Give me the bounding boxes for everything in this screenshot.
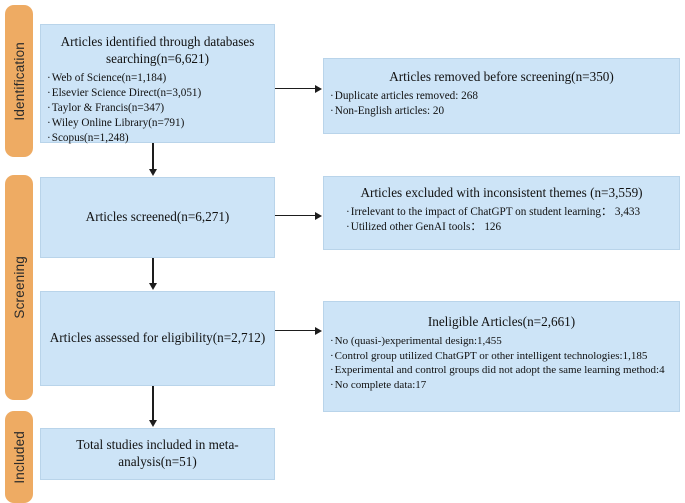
- connector-assessed-to-included: [152, 386, 154, 421]
- box-articles-excluded-title: Articles excluded with inconsistent them…: [360, 185, 643, 200]
- list-item: Wiley Online Library(n=791): [47, 116, 270, 131]
- connector-screened-to-excluded: [275, 215, 316, 217]
- arrowhead-right-excluded: [315, 212, 322, 220]
- box-articles-excluded-inconsistent-themes: Articles excluded with inconsistent them…: [323, 176, 680, 250]
- stage-tab-included-label: Included: [11, 430, 27, 484]
- list-item: Experimental and control groups did not …: [330, 363, 675, 378]
- box-articles-identified-bullets: Web of Science(n=1,184) Elsevier Science…: [41, 71, 274, 146]
- connector-identified-to-screened: [152, 143, 154, 170]
- list-item: Control group utilized ChatGPT or other …: [330, 349, 675, 364]
- list-item: Non-English articles: 20: [330, 104, 675, 119]
- box-articles-assessed-title: Articles assessed for eligibility(n=2,71…: [49, 330, 266, 346]
- box-articles-removed-before-screening: Articles removed before screening(n=350)…: [323, 58, 680, 134]
- box-articles-screened-title: Articles screened(n=6,271): [85, 209, 230, 225]
- box-ineligible-articles-bullets: No (quasi-)experimental design:1,455 Con…: [324, 334, 679, 393]
- connector-assessed-to-ineligible: [275, 330, 316, 332]
- stage-tab-identification: Identification: [5, 5, 33, 157]
- box-articles-assessed-eligibility: Articles assessed for eligibility(n=2,71…: [40, 291, 275, 386]
- box-total-studies-included: Total studies included in meta-analysis(…: [40, 428, 275, 480]
- box-articles-screened: Articles screened(n=6,271): [40, 177, 275, 258]
- list-item: No (quasi-)experimental design:1,455: [330, 334, 675, 349]
- box-ineligible-articles: Ineligible Articles(n=2,661) No (quasi-)…: [323, 301, 680, 412]
- connector-identified-to-removed: [275, 88, 316, 90]
- arrowhead-down-assessed: [149, 283, 157, 290]
- connector-screened-to-assessed: [152, 258, 154, 284]
- arrowhead-right-removed: [315, 85, 322, 93]
- list-item: Scopus(n=1,248): [47, 131, 270, 146]
- stage-tab-identification-label: Identification: [11, 41, 27, 121]
- arrowhead-down-screened: [149, 169, 157, 176]
- stage-tab-screening-label: Screening: [11, 256, 27, 319]
- stage-tab-screening: Screening: [5, 175, 33, 400]
- stage-tab-included: Included: [5, 411, 33, 503]
- list-item: No complete data:17: [330, 378, 675, 393]
- box-articles-identified-title: Articles identified through databases se…: [60, 34, 255, 66]
- list-item: Duplicate articles removed: 268: [330, 89, 675, 104]
- arrowhead-down-included: [149, 420, 157, 427]
- box-articles-removed-title: Articles removed before screening(n=350): [389, 69, 614, 84]
- list-item: Elsevier Science Direct(n=3,051): [47, 86, 270, 101]
- box-articles-removed-bullets: Duplicate articles removed: 268 Non-Engl…: [324, 89, 679, 119]
- list-item: Web of Science(n=1,184): [47, 71, 270, 86]
- box-total-studies-included-title: Total studies included in meta-analysis(…: [76, 437, 239, 469]
- list-item: Irrelevant to the impact of ChatGPT on s…: [346, 205, 675, 220]
- arrowhead-right-ineligible: [315, 327, 322, 335]
- box-articles-excluded-bullets: Irrelevant to the impact of ChatGPT on s…: [324, 205, 679, 235]
- box-articles-identified: Articles identified through databases se…: [40, 24, 275, 146]
- list-item: Utilized other GenAI tools： 126: [346, 220, 675, 235]
- box-ineligible-articles-title: Ineligible Articles(n=2,661): [427, 314, 576, 329]
- list-item: Taylor & Francis(n=347): [47, 101, 270, 116]
